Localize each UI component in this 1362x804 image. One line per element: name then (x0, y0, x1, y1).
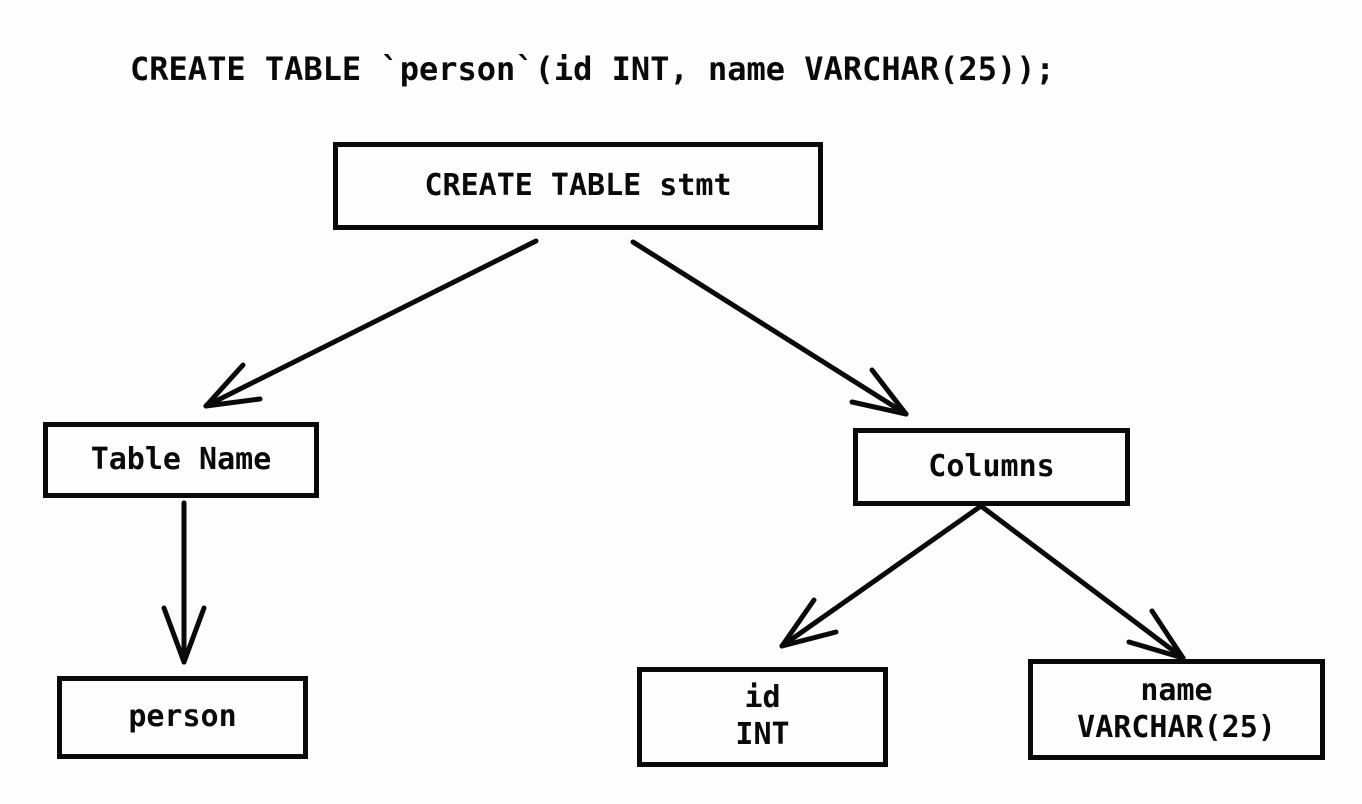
node-table-name: Table Name (43, 422, 319, 498)
node-columns: Columns (853, 428, 1130, 506)
edge-columns-to-name (978, 503, 1186, 661)
node-table-name-label: Table Name (90, 441, 272, 477)
node-columns-label: Columns (928, 448, 1055, 484)
node-name-varchar-line2: VARCHAR(25) (1077, 709, 1276, 745)
node-name-varchar-line1: name (1140, 672, 1213, 708)
sql-statement-text: CREATE TABLE `person`(id INT, name VARCH… (130, 50, 1055, 88)
node-create-table-stmt: CREATE TABLE stmt (333, 142, 823, 230)
edge-columns-to-id (779, 503, 984, 649)
edge-stmt-to-columns (630, 239, 909, 417)
node-name-varchar: name VARCHAR(25) (1028, 659, 1325, 760)
edge-stmt-to-table-name (203, 238, 539, 409)
node-id-int-line1: id (744, 680, 781, 716)
node-id-int: id INT (637, 667, 888, 767)
node-person: person (57, 676, 308, 759)
node-id-int-line2: INT (735, 717, 790, 752)
node-person-label: person (128, 699, 237, 735)
edge-table-name-to-person (161, 500, 207, 665)
node-create-table-stmt-label: CREATE TABLE stmt (424, 167, 732, 203)
